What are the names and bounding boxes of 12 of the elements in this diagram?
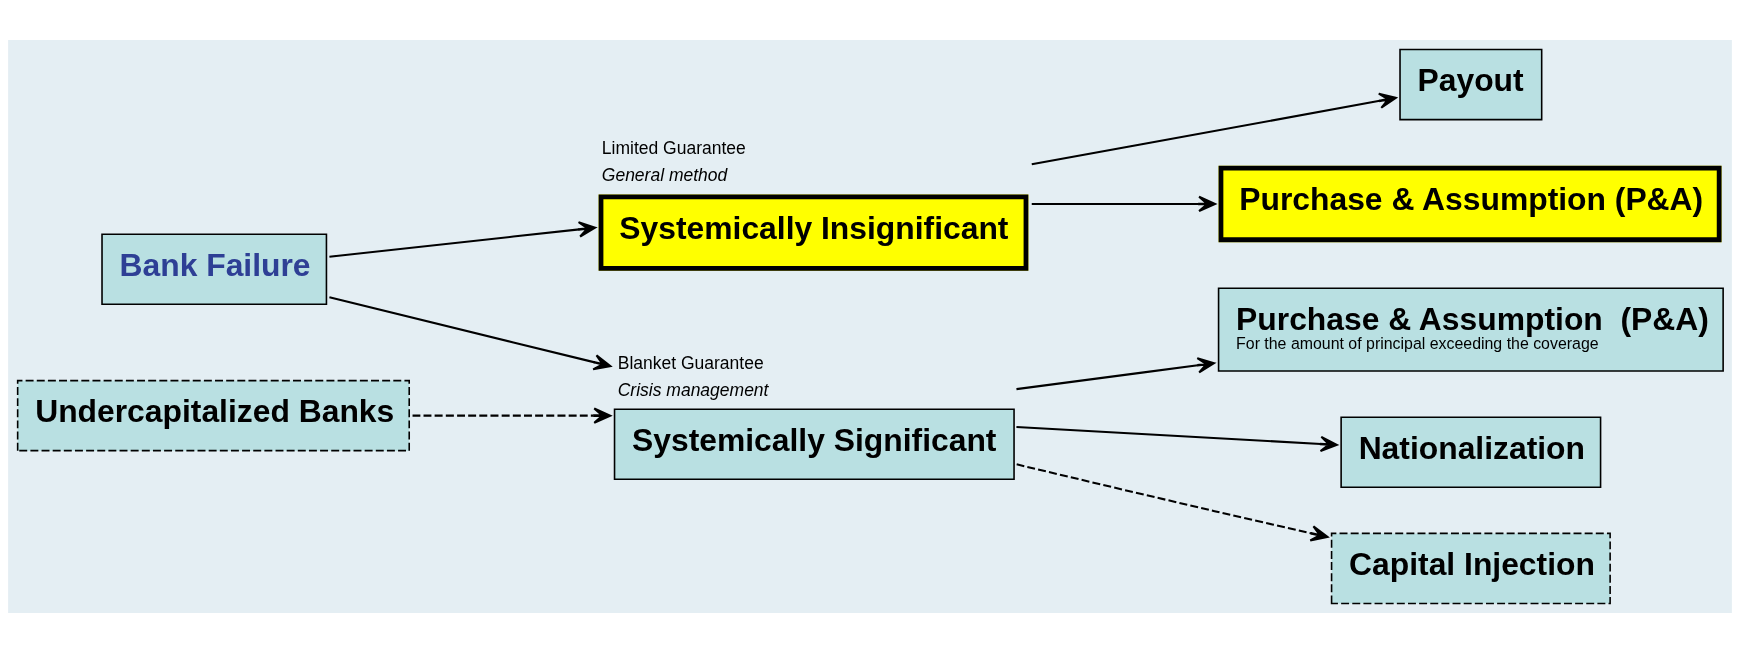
arrow: [412, 406, 612, 424]
node-label: General method: [601, 164, 728, 185]
node-label: Limited Guarantee: [601, 137, 746, 158]
arrow: [329, 295, 612, 370]
node-label: Blanket Guarantee: [617, 352, 764, 373]
arrow: [1031, 92, 1397, 165]
arrow: [1016, 462, 1329, 541]
arrow: [1016, 356, 1216, 390]
node-label: Crisis management: [617, 379, 769, 400]
arrow: [1016, 425, 1338, 452]
arrow: [329, 220, 597, 258]
arrow: [1031, 195, 1217, 212]
